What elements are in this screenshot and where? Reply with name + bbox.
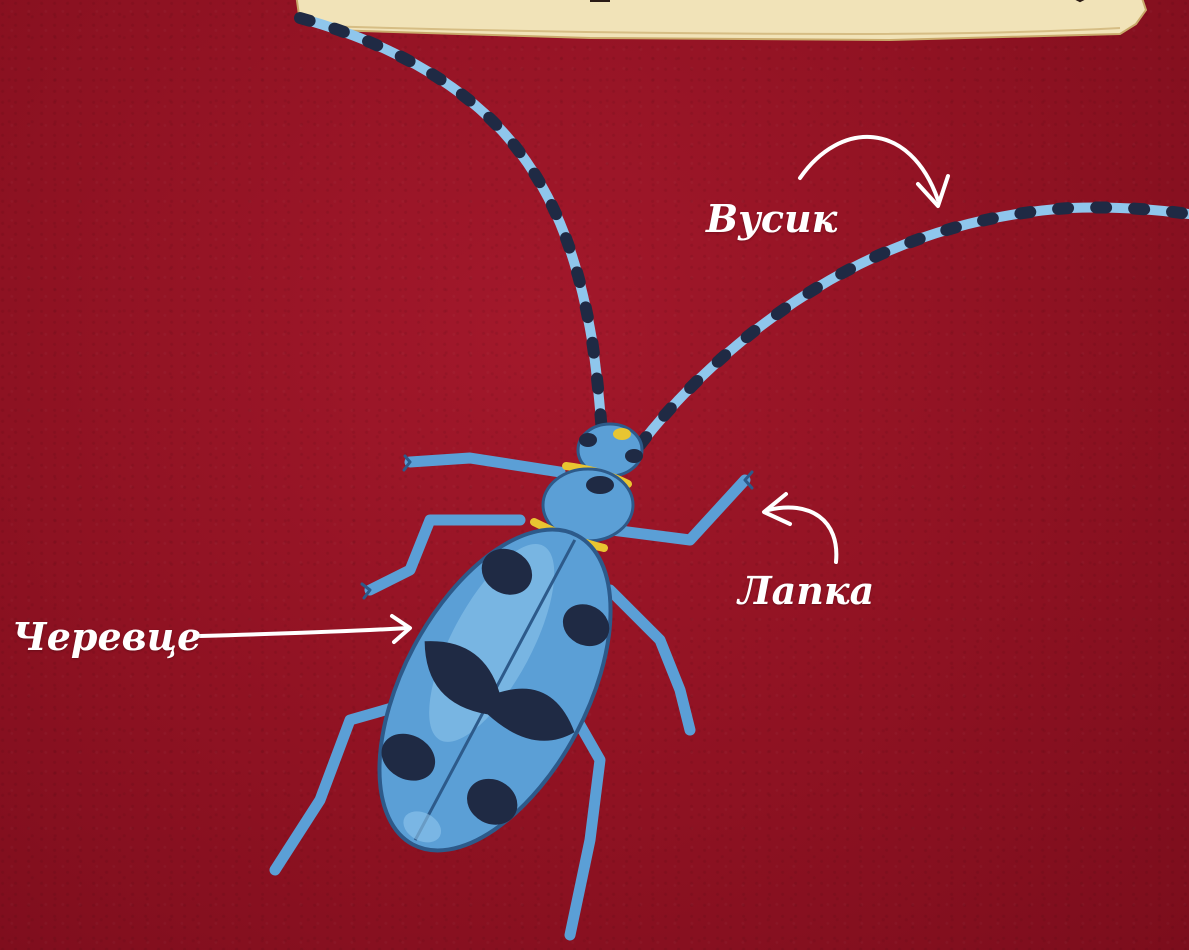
antenna-label: Вусик [706,200,837,238]
antenna-arrow-icon [800,137,938,200]
leg-label: Лапка [738,572,874,610]
abdomen-label: Черевце [12,618,201,656]
